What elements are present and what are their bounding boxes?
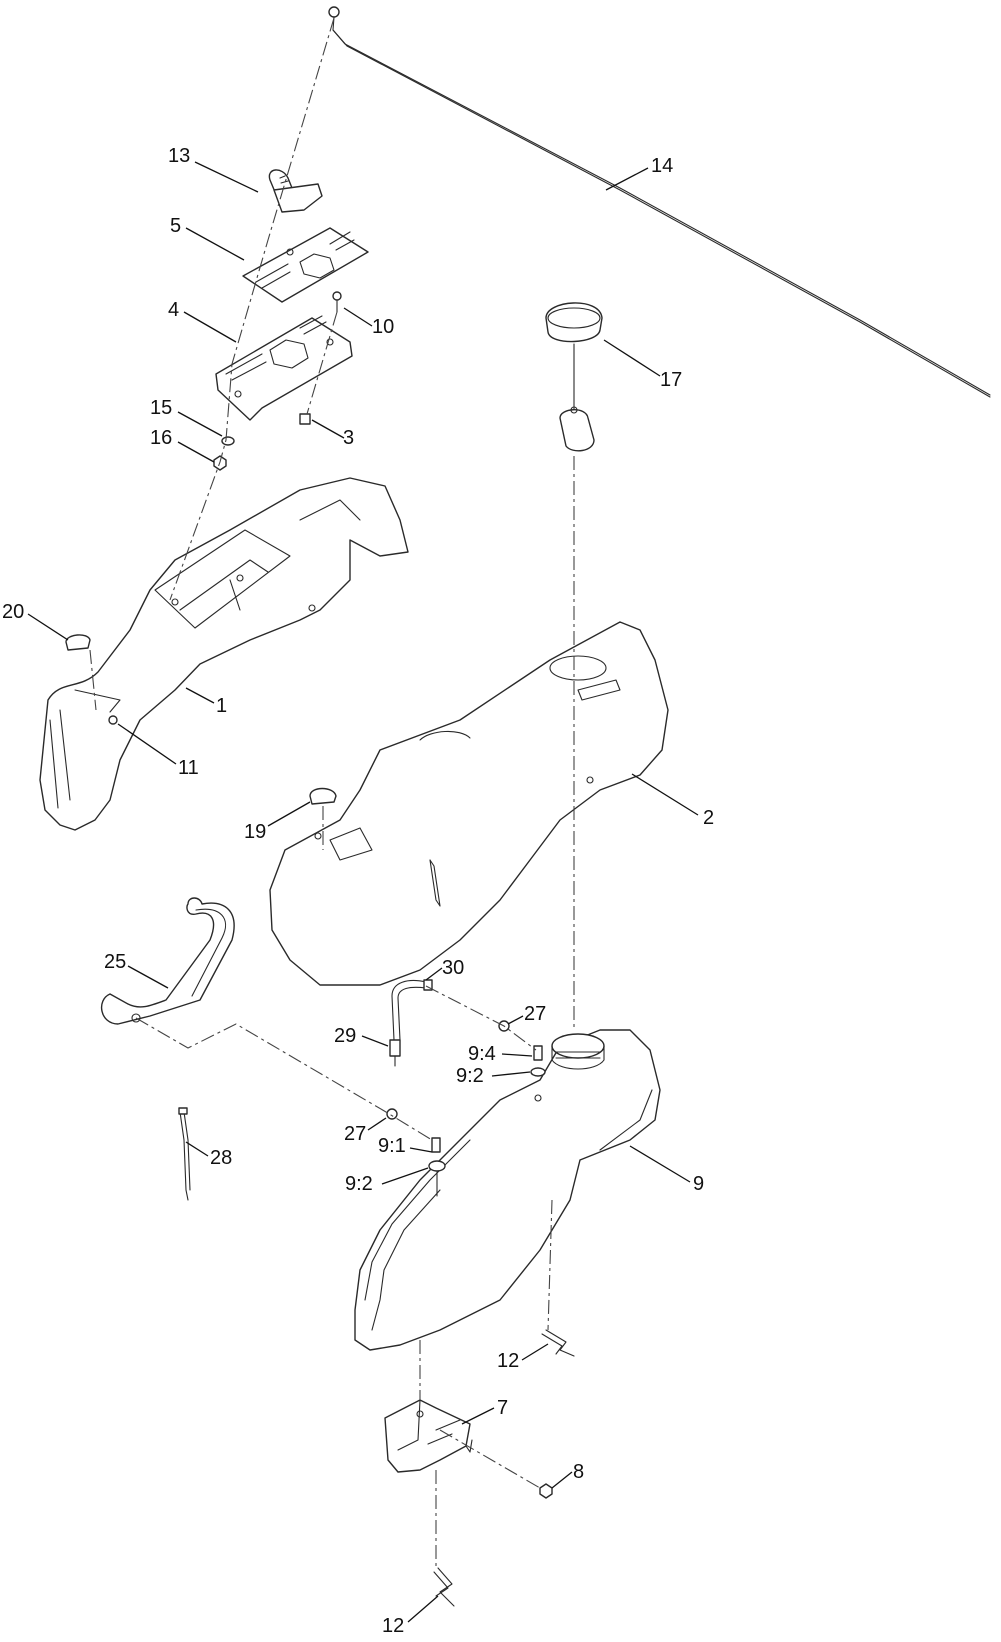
callout-16: 16 (150, 427, 172, 449)
callout-27-lower: 27 (344, 1123, 366, 1145)
clip-part-12-upper[interactable] (541, 1329, 575, 1357)
assembly-centerlines (89, 17, 575, 1570)
callout-8: 8 (573, 1461, 584, 1483)
vent-hose-part-25[interactable] (100, 897, 235, 1025)
grommet-part-9-2-lower[interactable] (428, 1160, 446, 1197)
callout-3: 3 (343, 427, 354, 449)
callout-25: 25 (104, 951, 126, 973)
tank-bracket-part-7[interactable] (384, 1399, 473, 1473)
callout-19: 19 (244, 821, 266, 843)
callout-11: 11 (178, 757, 199, 779)
throttle-lever-part-13[interactable] (268, 169, 323, 213)
callout-9-2-upper: 9:2 (456, 1065, 484, 1087)
fuel-cap-part-17[interactable] (545, 302, 603, 452)
leader-lines (27, 161, 699, 1623)
washer-part-15[interactable] (221, 436, 235, 446)
fitting-part-9-4[interactable] (533, 1045, 543, 1061)
callout-5: 5 (170, 215, 181, 237)
decal-plate-part-5[interactable] (242, 227, 369, 303)
callout-15: 15 (150, 397, 172, 419)
callout-9-1: 9:1 (378, 1135, 406, 1157)
console-housing-part-1[interactable] (39, 477, 409, 831)
callout-10: 10 (372, 316, 394, 338)
plug-part-19[interactable] (309, 787, 337, 805)
body-cover-part-2[interactable] (269, 621, 669, 986)
bolt-part-8[interactable] (539, 1483, 553, 1499)
cable-tie-part-28[interactable] (178, 1107, 191, 1201)
fuel-line-part-30[interactable] (391, 979, 433, 1041)
clip-part-12-lower[interactable] (433, 1567, 455, 1607)
callout-4: 4 (168, 299, 179, 321)
callout-29: 29 (334, 1025, 356, 1047)
callout-9-2-lower: 9:2 (345, 1173, 373, 1195)
callout-labels: 1 2 3 4 5 7 8 9 9:1 9:2 9:2 9:4 10 11 12… (2, 145, 714, 1637)
callout-2: 2 (703, 807, 714, 829)
callout-12-lower: 12 (382, 1615, 404, 1637)
callout-9-4: 9:4 (468, 1043, 496, 1065)
screw-part-10[interactable] (332, 291, 342, 313)
callout-27-upper: 27 (524, 1003, 546, 1025)
clip-nut-part-3[interactable] (299, 413, 311, 425)
clamp-part-27-lower[interactable] (386, 1108, 398, 1120)
callout-12-upper: 12 (497, 1350, 519, 1372)
throttle-cable-part-14[interactable] (328, 6, 991, 398)
control-panel-part-4[interactable] (215, 315, 353, 421)
grommet-part-9-2-upper[interactable] (530, 1067, 546, 1102)
callout-17: 17 (660, 369, 682, 391)
callout-14: 14 (651, 155, 673, 177)
callout-13: 13 (168, 145, 190, 167)
callout-30: 30 (442, 957, 464, 979)
fitting-part-29[interactable] (389, 1039, 401, 1067)
callout-9: 9 (693, 1173, 704, 1195)
fitting-part-9-1[interactable] (431, 1137, 441, 1153)
plug-part-20[interactable] (65, 634, 91, 651)
callout-20: 20 (2, 601, 24, 623)
fuel-tank-part-9[interactable] (354, 1029, 661, 1351)
callout-1: 1 (216, 695, 227, 717)
callout-7: 7 (497, 1397, 508, 1419)
callout-28: 28 (210, 1147, 232, 1169)
nut-part-11[interactable] (108, 715, 118, 725)
